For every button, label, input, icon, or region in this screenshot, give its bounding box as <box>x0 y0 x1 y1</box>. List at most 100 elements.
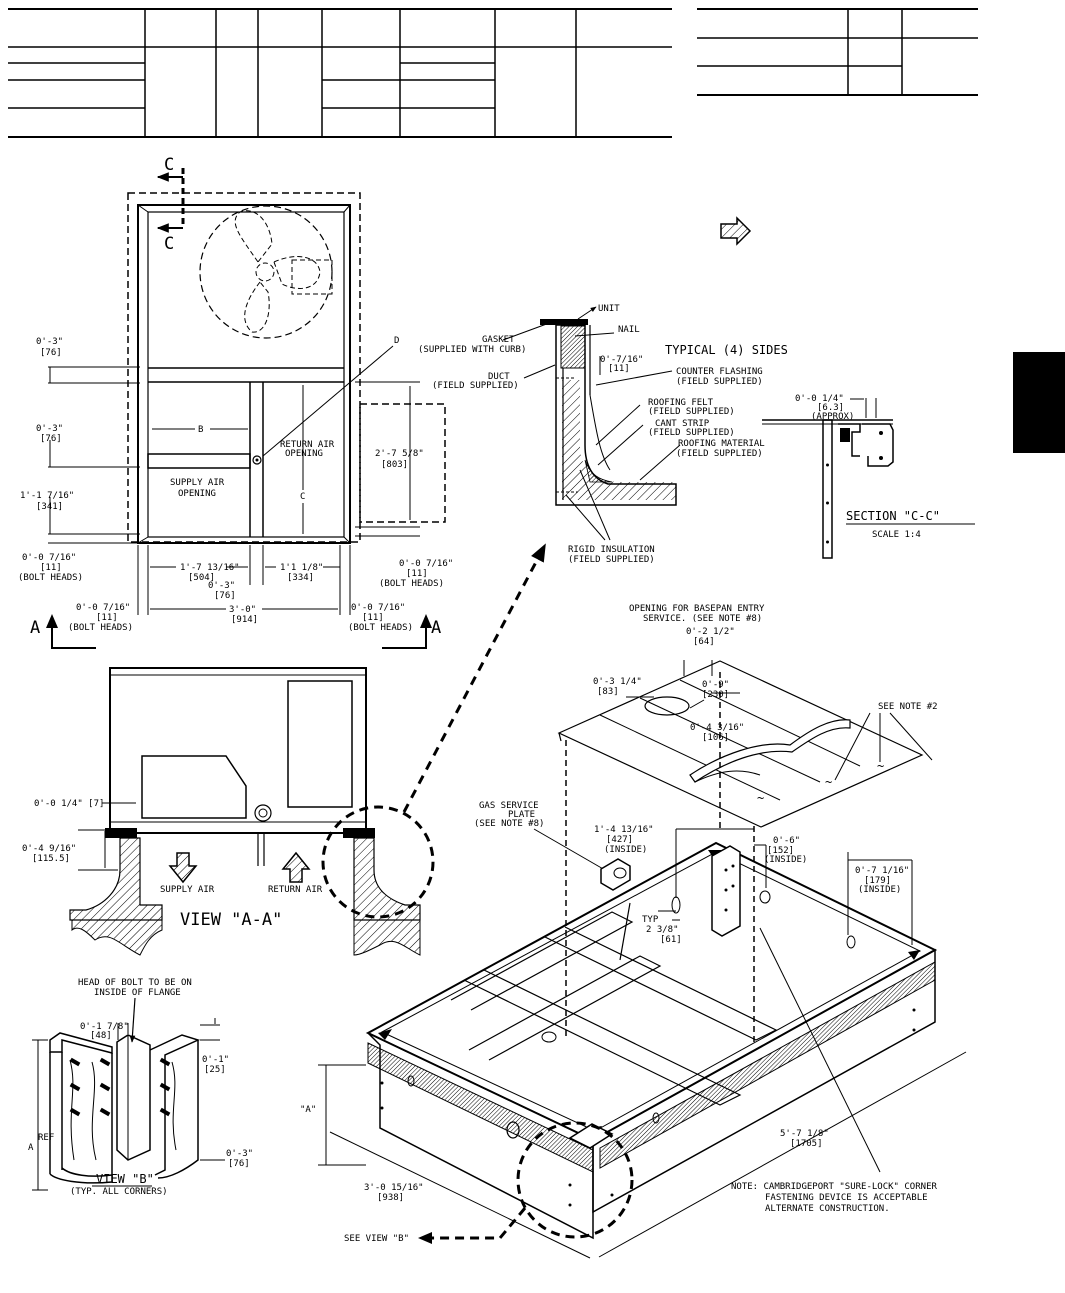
iso-d4-ft: 0'-4 3/16" <box>690 723 744 733</box>
supply-opening-label-1: SUPPLY AIR <box>170 478 225 488</box>
return-opening-label-1: RETURN AIR <box>280 440 335 450</box>
view-b-note-1: HEAD OF BOLT TO BE ON <box>78 978 192 988</box>
iso-d3-mm: [230] <box>702 690 729 700</box>
detail-gap-ft: 0'-7/16" <box>600 355 643 365</box>
dim-bottom-2-ft: 1'1 1/8" <box>280 563 323 573</box>
iso-see-note2: SEE NOTE #2 <box>878 702 938 712</box>
view-aa-title: VIEW "A-A" <box>180 910 282 930</box>
detail-gap-mm: [11] <box>608 364 630 374</box>
iso-a-label: "A" <box>300 1105 316 1115</box>
detail-counter-flashing-1: COUNTER FLASHING <box>676 367 763 377</box>
air-flow-arrow-icon <box>720 216 752 246</box>
iso-note-2: FASTENING DEVICE IS ACCEPTABLE <box>765 1193 928 1203</box>
iso-d5-note: (INSIDE) <box>604 845 647 855</box>
iso-d1-ft: 0'-2 1/2" <box>686 627 735 637</box>
header-table-left <box>8 8 672 138</box>
supply-opening-label-2: OPENING <box>178 489 216 499</box>
iso-d6-ft: 0'-6" <box>773 836 800 846</box>
return-opening-label-2: OPENING <box>285 449 323 459</box>
view-b-dim1-ft: 0'-1 7/8" <box>80 1022 129 1032</box>
dim-left-1-mm: [76] <box>40 348 62 358</box>
detail-roofing-material-1: ROOFING MATERIAL <box>678 439 765 449</box>
detail-gasket-2: (SUPPLIED WITH CURB) <box>418 345 526 355</box>
dim-left-3-ft: 1'-1 7/16" <box>20 491 74 501</box>
detail-nail-label: NAIL <box>618 325 640 335</box>
dim-bottom-6-note: (BOLT HEADS) <box>348 623 413 633</box>
header-table-right <box>697 8 978 96</box>
view-b-subtitle: (TYP. ALL CORNERS) <box>70 1187 168 1197</box>
dim-left-4-ft: 0'-0 7/16" <box>22 553 76 563</box>
detail-roofing-felt-2: (FIELD SUPPLIED) <box>648 407 735 417</box>
dim-bottom-1-mm: [504] <box>188 573 215 583</box>
iso-d3-ft: 0'-9" <box>702 680 729 690</box>
section-cc: 0'-0 1/4" [6.3] (APPROX) SECTION "C-C" S… <box>762 394 975 559</box>
plan-label-c: C <box>300 492 305 502</box>
view-b-dim1-mm: [48] <box>90 1031 112 1041</box>
side-tab-marker <box>1013 352 1065 453</box>
detail-roofing-felt-1: ROOFING FELT <box>648 398 714 408</box>
detail-rigid-insulation-2: (FIELD SUPPLIED) <box>568 555 655 565</box>
iso-basepan-2: SERVICE. (SEE NOTE #8) <box>643 614 762 624</box>
iso-d7-note: (INSIDE) <box>858 885 901 895</box>
view-b-ref-label: REF <box>38 1133 54 1143</box>
dim-bottom-5-ft: 0'-0 7/16" <box>76 603 130 613</box>
plan-label-d: D <box>394 336 399 346</box>
plan-label-b: B <box>198 425 203 435</box>
iso-d1-mm: [64] <box>693 637 715 647</box>
dim-left-4-note: (BOLT HEADS) <box>18 573 83 583</box>
detail-duct-1: DUCT <box>488 372 510 382</box>
section-mark-c-bottom: C <box>164 234 174 254</box>
view-aa-dim2-mm: [115.5] <box>32 854 70 864</box>
view-aa-dim2-ft: 0'-4 9/16" <box>22 844 76 854</box>
section-cc-scale: SCALE 1:4 <box>872 530 921 540</box>
section-mark-a-left: A <box>30 618 40 638</box>
view-b-dim2-ft: 0'-1" <box>202 1055 229 1065</box>
view-b-dim3-mm: [76] <box>228 1159 250 1169</box>
detail-leader-arrow <box>402 543 547 813</box>
iso-curb: ~ ~ ~ OPENING FOR BASEPAN ENTRY SERVICE.… <box>300 604 967 1259</box>
view-aa-return-label: RETURN AIR <box>268 885 323 895</box>
dim-left-3-mm: [341] <box>36 502 63 512</box>
dim-left-1-ft: 0'-3" <box>36 337 63 347</box>
iso-d8-mm: [1705] <box>790 1139 823 1149</box>
iso-d7-ft: 0'-7 1/16" <box>855 866 909 876</box>
iso-basepan-1: OPENING FOR BASEPAN ENTRY <box>629 604 765 614</box>
iso-d2-ft: 0'-3 1/4" <box>593 677 642 687</box>
view-aa: SUPPLY AIR RETURN AIR VIEW "A-A" 0'-0 1/… <box>22 667 435 956</box>
iso-typ-mm: [61] <box>660 935 682 945</box>
iso-gas-1: GAS SERVICE <box>479 801 539 811</box>
iso-d5-mm: [427] <box>606 835 633 845</box>
section-mark-a-right: A <box>431 618 441 638</box>
flashing-detail: UNIT GASKET (SUPPLIED WITH CURB) NAIL 0'… <box>418 304 788 565</box>
dim-bottom-6-mm: [11] <box>362 613 384 623</box>
dim-right-2-mm: [11] <box>406 569 428 579</box>
view-b-dim3-ft: 0'-3" <box>226 1149 253 1159</box>
dim-left-2-mm: [76] <box>40 434 62 444</box>
svg-text:~: ~ <box>825 775 832 789</box>
dim-bottom-5-mm: [11] <box>96 613 118 623</box>
dim-left-4-mm: [11] <box>40 563 62 573</box>
dim-bottom-5-note: (BOLT HEADS) <box>68 623 133 633</box>
detail-cant-strip-2: (FIELD SUPPLIED) <box>648 428 735 438</box>
dim-bottom-6-ft: 0'-0 7/16" <box>351 603 405 613</box>
detail-counter-flashing-2: (FIELD SUPPLIED) <box>676 377 763 387</box>
view-aa-supply-label: SUPPLY AIR <box>160 885 215 895</box>
dim-bottom-4-mm: [914] <box>231 615 258 625</box>
iso-see-view-b: SEE VIEW "B" <box>344 1234 409 1244</box>
view-b-title: VIEW "B" <box>96 1172 154 1186</box>
section-cc-dim-ft: 0'-0 1/4" <box>795 394 844 404</box>
section-cc-dim-mm: [6.3] <box>817 403 844 413</box>
iso-d4-mm: [106] <box>702 733 729 743</box>
view-b-note-2: INSIDE OF FLANGE <box>94 988 181 998</box>
detail-typical-label: TYPICAL (4) SIDES <box>665 343 788 357</box>
svg-text:~: ~ <box>877 759 884 773</box>
dim-bottom-3-ft: 0'-3" <box>208 581 235 591</box>
dim-right-2-note: (BOLT HEADS) <box>379 579 444 589</box>
detail-unit-label: UNIT <box>598 304 620 314</box>
iso-gas-2: PLATE <box>508 810 535 820</box>
iso-d2-mm: [83] <box>597 687 619 697</box>
iso-d7-mm: [179] <box>864 876 891 886</box>
dim-right-1-mm: [803] <box>381 460 408 470</box>
iso-d5-ft: 1'-4 13/16" <box>594 825 654 835</box>
